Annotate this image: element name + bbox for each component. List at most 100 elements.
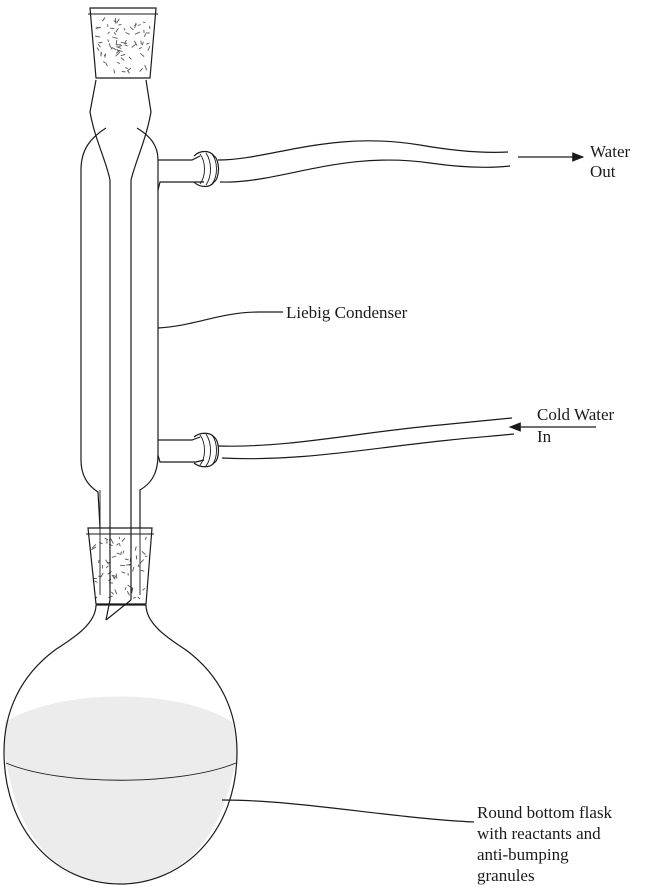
lower-hose-connector	[193, 432, 220, 468]
upper-stopper-speckle	[95, 17, 151, 74]
speckle-mark	[112, 574, 116, 577]
speckle-mark	[101, 17, 106, 22]
speckle-mark	[124, 44, 128, 47]
speckle-mark	[132, 597, 136, 599]
speckle-mark	[140, 40, 142, 45]
speckle-mark	[148, 25, 151, 30]
condenser-leader-line	[157, 311, 283, 329]
speckle-mark	[105, 565, 109, 569]
speckle-mark	[116, 62, 121, 64]
upper-stopper-body	[89, 7, 157, 79]
speckle-mark	[107, 31, 110, 35]
speckle-mark	[124, 67, 129, 69]
speckle-mark	[113, 576, 117, 579]
round-bottom-flask	[3, 604, 238, 885]
speckle-mark	[105, 62, 108, 67]
speckle-mark	[113, 69, 116, 74]
speckle-mark	[114, 589, 118, 595]
speckle-mark	[112, 36, 118, 39]
speckle-mark	[90, 546, 97, 551]
label-flask-line4: granules	[477, 866, 535, 885]
label-flask-line1: Round bottom flask	[477, 803, 613, 822]
speckle-mark	[95, 35, 100, 38]
speckle-mark	[134, 22, 137, 29]
condenser-upper-neck	[89, 79, 152, 181]
speckle-mark	[139, 559, 145, 564]
speckle-mark	[110, 591, 114, 595]
speckle-mark	[139, 67, 144, 72]
speckle-mark	[124, 558, 129, 561]
speckle-mark	[120, 57, 125, 61]
speckle-mark	[111, 47, 117, 51]
speckle-mark	[140, 52, 145, 57]
speckle-mark	[131, 43, 137, 48]
upper-hose-connector	[193, 150, 220, 188]
speckle-mark	[116, 552, 121, 555]
lower-stopper	[86, 527, 154, 605]
speckle-mark	[118, 542, 121, 547]
speckle-mark	[110, 538, 114, 544]
speckle-mark	[116, 18, 120, 23]
speckle-mark	[115, 39, 118, 46]
speckle-mark	[131, 587, 134, 594]
speckle-mark	[104, 537, 109, 540]
speckle-mark	[115, 27, 119, 33]
speckle-mark	[140, 569, 145, 572]
speckle-mark	[115, 52, 120, 57]
speckle-mark	[141, 41, 144, 46]
speckle-mark	[125, 32, 130, 35]
speckle-mark	[113, 31, 117, 35]
speckle-mark	[137, 24, 141, 26]
speckle-mark	[137, 564, 140, 568]
speckle-mark	[116, 46, 122, 49]
speckle-mark	[103, 61, 106, 64]
water-in-tube	[217, 417, 515, 460]
upper-stopper	[88, 7, 158, 79]
water-out-tube	[217, 140, 511, 183]
speckle-mark	[107, 39, 110, 43]
speckle-mark	[114, 18, 117, 24]
speckle-mark	[145, 42, 150, 45]
speckle-mark	[128, 56, 132, 60]
speckle-mark	[135, 555, 138, 560]
speckle-mark	[91, 544, 97, 549]
liebig-condenser-jacket	[80, 79, 159, 529]
speckle-mark	[141, 550, 146, 555]
speckle-mark	[127, 70, 130, 74]
speckle-mark	[124, 39, 127, 44]
label-cold-water-line1: Cold Water	[537, 405, 615, 424]
label-condenser: Liebig Condenser	[286, 303, 408, 322]
flask-liquid	[4, 696, 237, 883]
speckle-mark	[142, 587, 146, 591]
speckle-mark	[100, 572, 104, 578]
speckle-mark	[132, 566, 135, 572]
lower-stopper-body	[87, 527, 153, 605]
speckle-mark	[121, 571, 126, 574]
label-cold-water-line2: In	[537, 427, 552, 446]
speckle-mark	[115, 573, 118, 579]
speckle-mark	[142, 21, 146, 24]
speckle-mark	[100, 51, 103, 55]
speckle-mark	[96, 47, 100, 51]
speckle-mark	[126, 590, 130, 596]
flask-liquid-surface	[5, 762, 237, 781]
speckle-mark	[120, 53, 126, 57]
lower-side-arm	[157, 436, 205, 463]
label-water-out-line1: Water	[590, 142, 630, 161]
condenser-jacket-outline	[80, 127, 159, 529]
speckle-mark	[105, 559, 109, 565]
speckle-mark	[122, 550, 125, 554]
speckle-mark	[111, 574, 116, 580]
speckle-mark	[110, 46, 113, 50]
speckle-mark	[96, 26, 99, 29]
speckle-mark	[144, 64, 148, 71]
speckle-mark	[120, 551, 122, 555]
speckle-mark	[137, 596, 141, 600]
speckle-mark	[134, 40, 138, 46]
lower-stopper-speckle	[90, 536, 148, 600]
speckle-mark	[116, 543, 119, 546]
speckle-mark	[103, 53, 107, 57]
label-water-out-line2: Out	[590, 162, 616, 181]
flask-body-outline	[3, 604, 238, 885]
speckle-mark	[138, 47, 142, 50]
